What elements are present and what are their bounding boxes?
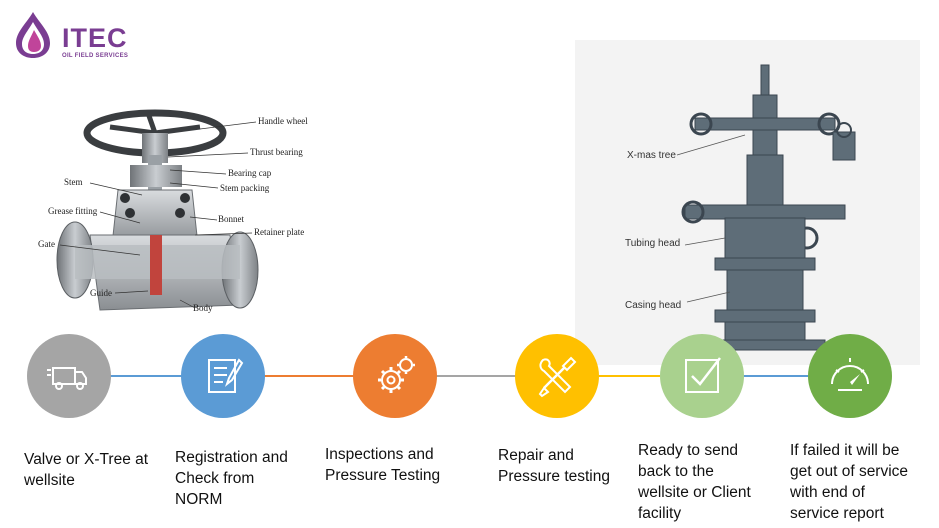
- label-stem: Stem: [64, 177, 83, 187]
- step-6-circle: [808, 334, 892, 418]
- label-bearing-cap: Bearing cap: [228, 168, 272, 178]
- itec-logo: ITEC OIL FIELD SERVICES: [10, 10, 140, 62]
- truck-icon: [47, 367, 87, 390]
- connector-3: [436, 375, 516, 377]
- flame-drop-icon: [16, 12, 50, 58]
- bearing-cap: [130, 165, 182, 187]
- label-bonnet: Bonnet: [218, 214, 244, 224]
- label-body: Body: [193, 303, 213, 313]
- step-6-text: If failed it will be get out of service …: [790, 442, 909, 522]
- gears-icon: [378, 356, 415, 393]
- step-2-circle: [181, 334, 265, 418]
- checkbox-icon: [685, 357, 721, 393]
- step-5-circle: [660, 334, 744, 418]
- logo-subtitle: OIL FIELD SERVICES: [62, 53, 129, 59]
- connector-5: [742, 375, 808, 377]
- step-2-text: Registration and Check from NORM: [175, 449, 288, 508]
- label-guide: Guide: [90, 288, 112, 298]
- step-1-text: Valve or X-Tree at wellsite: [24, 451, 149, 489]
- step-4-circle: [515, 334, 599, 418]
- step-1-circle: [27, 334, 111, 418]
- label-thrust-bearing: Thrust bearing: [250, 147, 303, 157]
- step-4-text: Repair and Pressure testing: [498, 447, 610, 485]
- gate: [150, 235, 162, 295]
- label-stem-packing: Stem packing: [220, 183, 270, 193]
- xmas-tree-diagram: X-mas tree Tubing head Casing head: [575, 40, 920, 365]
- checklist-icon: [208, 358, 244, 393]
- gate-valve-diagram: Handle wheel Thrust bearing Bearing cap …: [38, 109, 308, 313]
- logo-title: ITEC: [62, 23, 128, 53]
- label-tubing-head: Tubing head: [625, 238, 680, 249]
- label-xmas-tree: X-mas tree: [627, 150, 676, 161]
- label-handle-wheel: Handle wheel: [258, 116, 308, 126]
- connector-1: [110, 375, 182, 377]
- connector-2: [264, 375, 354, 377]
- label-retainer-plate: Retainer plate: [254, 227, 304, 237]
- step-3-circle: [353, 334, 437, 418]
- step-3-text: Inspections and Pressure Testing: [325, 446, 441, 484]
- label-casing-head: Casing head: [625, 300, 681, 311]
- label-gate: Gate: [38, 239, 55, 249]
- step-5-text: Ready to send back to the wellsite or Cl…: [638, 442, 751, 522]
- wrench-screwdriver-icon: [538, 356, 577, 398]
- gauge-icon: [831, 358, 869, 391]
- connector-4: [598, 375, 660, 377]
- label-grease-fitting: Grease fitting: [48, 206, 98, 216]
